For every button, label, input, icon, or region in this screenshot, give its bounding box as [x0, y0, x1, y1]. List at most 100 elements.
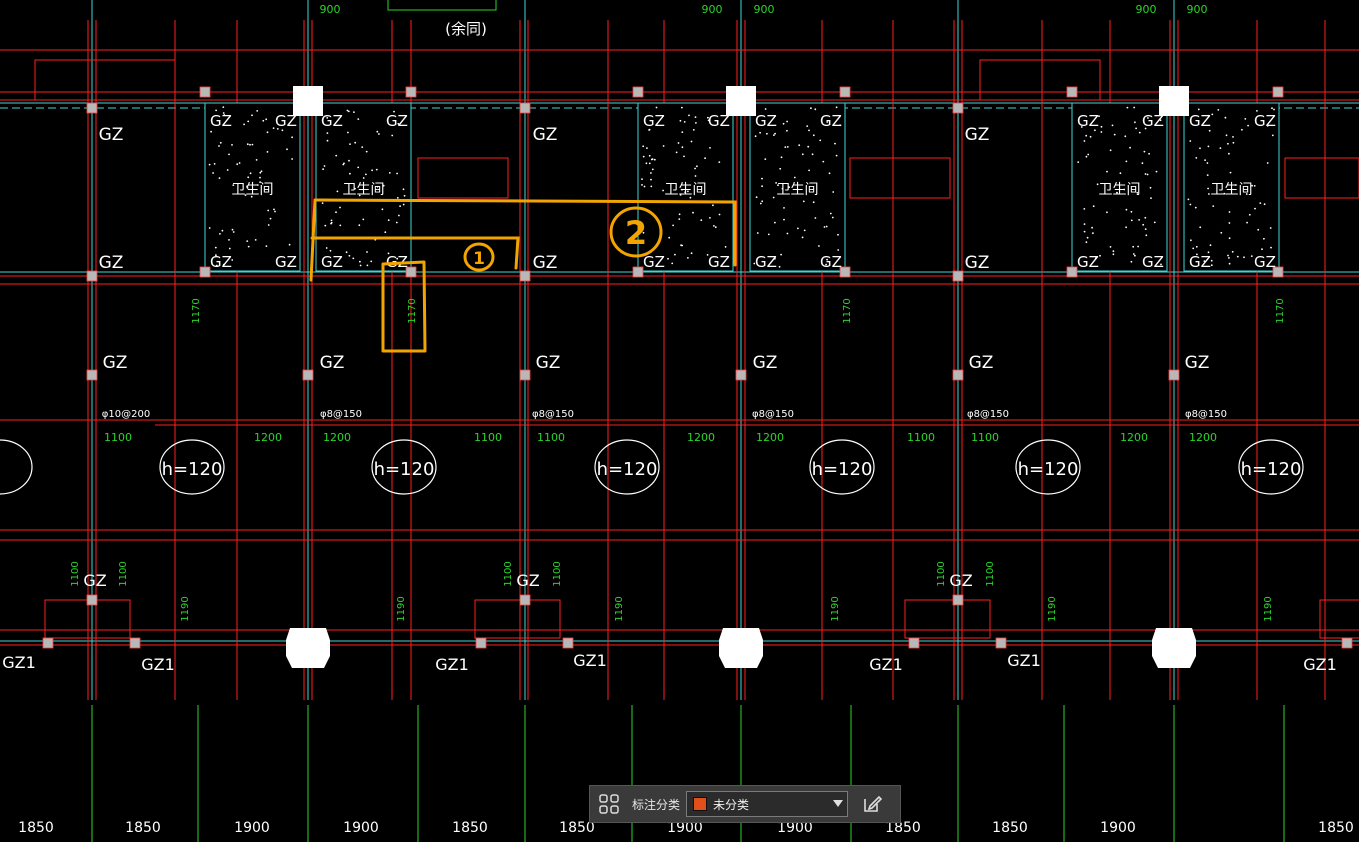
- concrete-speck: [707, 116, 709, 119]
- concrete-speck: [766, 132, 768, 135]
- gz-label: GZ: [755, 253, 777, 271]
- slab-label: h=120: [597, 459, 658, 480]
- concrete-speck: [1124, 135, 1127, 138]
- gz-label: GZ: [533, 253, 558, 273]
- concrete-speck: [642, 231, 645, 234]
- column-small: [632, 86, 644, 98]
- concrete-speck: [1254, 207, 1256, 210]
- concrete-speck: [1228, 257, 1230, 259]
- column-small: [199, 266, 211, 278]
- concrete-speck: [826, 121, 829, 123]
- concrete-speck: [396, 172, 398, 175]
- concrete-speck: [1228, 211, 1231, 213]
- concrete-speck: [1206, 162, 1209, 164]
- concrete-speck: [289, 261, 292, 264]
- gz-label: GZ: [755, 112, 777, 130]
- concrete-speck: [247, 120, 250, 123]
- concrete-speck: [231, 259, 234, 261]
- column-small: [839, 266, 851, 278]
- concrete-speck: [718, 213, 721, 216]
- gz1-label: GZ1: [2, 653, 36, 672]
- concrete-speck: [403, 194, 406, 197]
- column-small: [735, 369, 747, 381]
- concrete-speck: [1111, 124, 1114, 127]
- dim-label: 1200: [756, 431, 784, 444]
- annotation-category-select[interactable]: 未分类: [686, 791, 849, 817]
- concrete-speck: [783, 218, 785, 221]
- concrete-speck: [643, 185, 646, 188]
- gz-label: GZ: [1254, 253, 1276, 271]
- gz-label: GZ: [516, 571, 539, 590]
- gz-label: GZ: [99, 125, 124, 145]
- column-small: [86, 270, 98, 282]
- concrete-speck: [1077, 161, 1080, 164]
- markup-stroke: [310, 236, 520, 270]
- concrete-speck: [1208, 129, 1211, 132]
- concrete-speck: [812, 201, 815, 204]
- edit-icon[interactable]: [858, 790, 886, 818]
- concrete-speck: [667, 257, 669, 260]
- concrete-speck: [1150, 197, 1152, 200]
- concrete-speck: [707, 119, 710, 122]
- concrete-speck: [339, 206, 341, 209]
- gz-label: GZ: [210, 112, 232, 130]
- concrete-speck: [1227, 142, 1229, 145]
- grid-icon[interactable]: [594, 789, 624, 819]
- dim-label: 1170: [842, 298, 853, 323]
- concrete-speck: [1144, 216, 1147, 219]
- concrete-speck: [1253, 185, 1256, 187]
- wall-box: [34, 59, 176, 101]
- concrete-speck: [679, 119, 682, 122]
- column-small: [1066, 266, 1078, 278]
- bottom-dim-label: 1850: [559, 820, 595, 836]
- concrete-speck: [1086, 236, 1089, 239]
- concrete-speck: [246, 187, 249, 189]
- concrete-speck: [1228, 237, 1231, 240]
- concrete-speck: [1194, 206, 1197, 209]
- column-small: [952, 594, 964, 606]
- gz-label: GZ: [1142, 253, 1164, 271]
- concrete-speck: [1208, 193, 1210, 195]
- concrete-speck: [370, 260, 373, 263]
- concrete-speck: [808, 169, 810, 172]
- markup-circle: [609, 206, 663, 258]
- gz-label: GZ: [820, 112, 842, 130]
- concrete-speck: [651, 168, 654, 171]
- bottom-dim-label: 1850: [992, 820, 1028, 836]
- concrete-speck: [695, 122, 697, 124]
- gz-label: GZ: [708, 253, 730, 271]
- concrete-speck: [777, 184, 779, 187]
- concrete-speck: [402, 203, 405, 206]
- concrete-speck: [1243, 256, 1245, 259]
- bottom-dim-label: 1900: [343, 820, 379, 836]
- bathroom-label: 卫生间: [1099, 182, 1141, 198]
- column-small: [1066, 86, 1078, 98]
- concrete-speck: [1271, 134, 1274, 137]
- column-small: [302, 369, 314, 381]
- column-small: [908, 637, 920, 649]
- concrete-speck: [1109, 246, 1112, 248]
- concrete-speck: [362, 218, 365, 221]
- category-color-swatch: [693, 797, 708, 811]
- concrete-speck: [384, 231, 387, 234]
- concrete-speck: [325, 247, 328, 249]
- column-small: [562, 637, 574, 649]
- concrete-speck: [724, 246, 727, 248]
- concrete-speck: [797, 227, 799, 230]
- concrete-speck: [688, 114, 690, 117]
- concrete-speck: [839, 124, 842, 127]
- concrete-speck: [335, 154, 338, 157]
- concrete-speck: [648, 162, 651, 165]
- concrete-speck: [650, 185, 653, 188]
- concrete-speck: [641, 184, 643, 186]
- concrete-speck: [1085, 241, 1088, 244]
- chevron-down-icon: [833, 800, 844, 807]
- gz-label: GZ: [965, 125, 990, 145]
- concrete-speck: [662, 189, 664, 192]
- concrete-speck: [349, 172, 351, 175]
- concrete-speck: [345, 251, 348, 254]
- concrete-speck: [1144, 228, 1147, 231]
- slab-label: h=120: [162, 459, 223, 480]
- concrete-speck: [247, 245, 250, 248]
